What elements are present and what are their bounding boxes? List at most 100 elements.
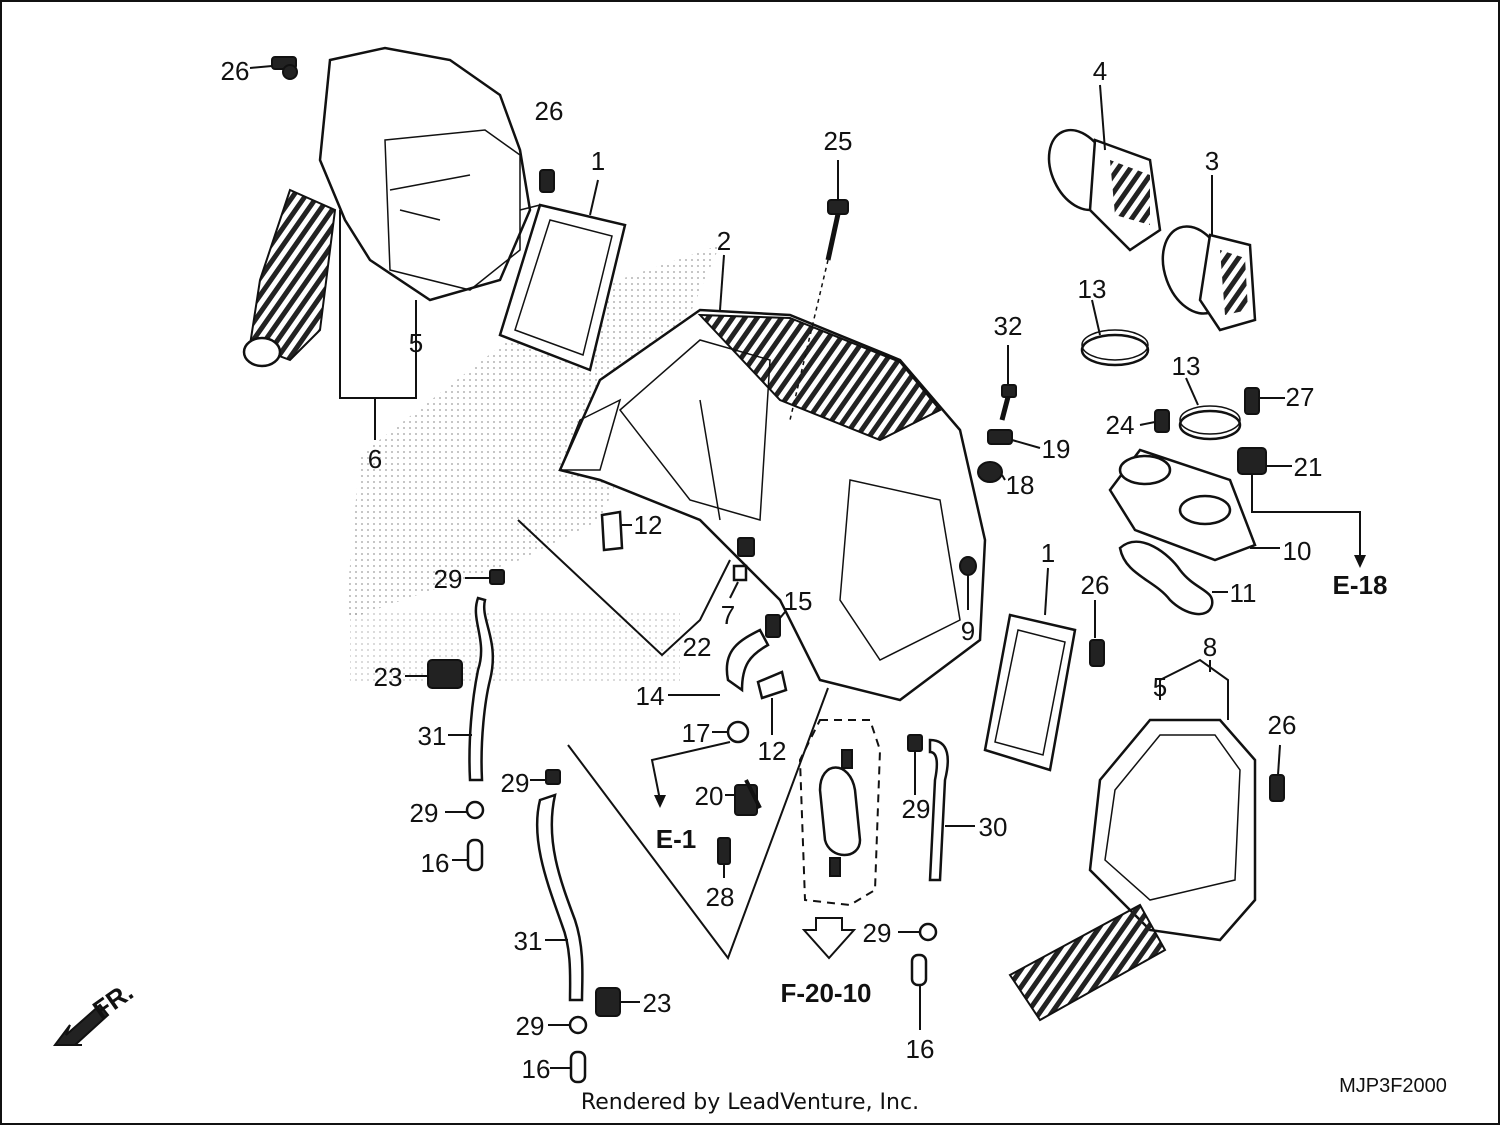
leader xyxy=(1251,474,1361,560)
drain-plug-23-upper-part[interactable] xyxy=(427,659,463,689)
screw-15-part[interactable] xyxy=(765,614,781,638)
callout-29[interactable]: 29 xyxy=(863,918,892,948)
callout-15[interactable]: 15 xyxy=(784,586,813,616)
screw-24-part[interactable] xyxy=(1154,409,1170,433)
callout-9[interactable]: 9 xyxy=(961,616,975,646)
callout-12[interactable]: 12 xyxy=(634,510,663,540)
callout-26[interactable]: 26 xyxy=(1081,570,1110,600)
hose-31-lower-part[interactable] xyxy=(535,793,584,1002)
bolt-25-part[interactable] xyxy=(825,199,849,261)
clip-29-lower-mid-part[interactable] xyxy=(545,769,561,785)
clip-29-right-lower-part[interactable] xyxy=(918,922,938,942)
plug-16-right-part[interactable] xyxy=(910,953,928,987)
reference-f-20-10[interactable]: F-20-10 xyxy=(780,978,871,1008)
callout-13[interactable]: 13 xyxy=(1172,351,1201,381)
air-funnel-4-part[interactable] xyxy=(1037,120,1162,252)
hose-30-part[interactable] xyxy=(928,738,949,882)
clip-29-bottom-part[interactable] xyxy=(568,1015,588,1035)
clamp-17-part[interactable] xyxy=(726,720,750,744)
callout-13[interactable]: 13 xyxy=(1078,274,1107,304)
pad-12-upper-part[interactable] xyxy=(600,510,624,552)
callout-31[interactable]: 31 xyxy=(514,926,543,956)
screw-26-right-part[interactable] xyxy=(1089,639,1105,667)
hose-31-upper-part[interactable] xyxy=(468,596,495,782)
clamp-13-upper-part[interactable] xyxy=(1080,329,1150,367)
grommet-18-part[interactable] xyxy=(977,461,1003,483)
detail-box-f-20-10[interactable] xyxy=(798,719,882,960)
air-funnel-3-part[interactable] xyxy=(1151,217,1257,332)
callout-25[interactable]: 25 xyxy=(824,126,853,156)
callout-30[interactable]: 30 xyxy=(979,812,1008,842)
clip-29-upper-left-part[interactable] xyxy=(489,569,505,585)
callout-20[interactable]: 20 xyxy=(695,781,724,811)
air-filter-element-left-part[interactable] xyxy=(498,203,627,372)
callout-26[interactable]: 26 xyxy=(1268,710,1297,740)
callout-5[interactable]: 5 xyxy=(1153,672,1167,702)
callout-27[interactable]: 27 xyxy=(1286,382,1315,412)
callout-1[interactable]: 1 xyxy=(591,146,605,176)
callout-17[interactable]: 17 xyxy=(682,718,711,748)
bracket xyxy=(339,210,417,399)
tube-14-part[interactable] xyxy=(725,628,770,693)
plug-16-bottom-part[interactable] xyxy=(569,1050,587,1084)
screw-27-part[interactable] xyxy=(1244,387,1260,415)
air-cleaner-case-part[interactable] xyxy=(558,308,987,702)
plug-16-left-part[interactable] xyxy=(466,838,484,872)
callout-26[interactable]: 26 xyxy=(535,96,564,126)
callout-24[interactable]: 24 xyxy=(1106,410,1135,440)
reference-e-18[interactable]: E-18 xyxy=(1333,570,1388,600)
callout-8[interactable]: 8 xyxy=(1203,632,1217,662)
clip-29-right-upper-part[interactable] xyxy=(907,734,923,752)
callout-5[interactable]: 5 xyxy=(409,328,423,358)
drain-plug-23-lower-part[interactable] xyxy=(595,987,621,1017)
callout-3[interactable]: 3 xyxy=(1205,146,1219,176)
callout-4[interactable]: 4 xyxy=(1093,56,1107,86)
callout-16[interactable]: 16 xyxy=(906,1034,935,1064)
callout-12[interactable]: 12 xyxy=(758,736,787,766)
callout-31[interactable]: 31 xyxy=(418,721,447,751)
callout-32[interactable]: 32 xyxy=(994,311,1023,341)
reference-e-1[interactable]: E-1 xyxy=(656,824,696,854)
right-intake-duct-part[interactable] xyxy=(1008,718,1257,1022)
callout-14[interactable]: 14 xyxy=(636,681,665,711)
screw-28-part[interactable] xyxy=(717,837,731,865)
callout-23[interactable]: 23 xyxy=(374,662,403,692)
left-intake-duct-part[interactable] xyxy=(242,46,532,368)
shaded-region xyxy=(345,245,720,620)
callout-16[interactable]: 16 xyxy=(421,848,450,878)
air-filter-element-right-part[interactable] xyxy=(983,613,1077,772)
grommet-9-part[interactable] xyxy=(959,556,977,576)
callout-22[interactable]: 22 xyxy=(683,632,712,662)
sensor-19-part[interactable] xyxy=(987,429,1013,445)
callout-26[interactable]: 26 xyxy=(221,56,250,86)
callout-2[interactable]: 2 xyxy=(717,226,731,256)
callout-10[interactable]: 10 xyxy=(1283,536,1312,566)
callout-19[interactable]: 19 xyxy=(1042,434,1071,464)
pad-12-lower-part[interactable] xyxy=(756,670,788,700)
throttle-body-10-part[interactable] xyxy=(1108,448,1257,562)
callout-1[interactable]: 1 xyxy=(1041,538,1055,568)
callout-11[interactable]: 11 xyxy=(1230,578,1257,608)
screw-26-upper-part[interactable] xyxy=(539,169,555,193)
clip-29-left-mid-part[interactable] xyxy=(465,800,485,820)
callout-29[interactable]: 29 xyxy=(410,798,439,828)
callout-21[interactable]: 21 xyxy=(1294,452,1323,482)
bolt-32-part[interactable] xyxy=(999,384,1017,421)
callout-29[interactable]: 29 xyxy=(434,564,463,594)
callout-28[interactable]: 28 xyxy=(706,882,735,912)
sensor-21-part[interactable] xyxy=(1237,447,1267,475)
callout-16[interactable]: 16 xyxy=(522,1054,551,1084)
sensor-20-part[interactable] xyxy=(734,779,762,816)
seal-11-part[interactable] xyxy=(1118,540,1214,616)
bolt-26-top-left-part[interactable] xyxy=(271,56,298,80)
callout-29[interactable]: 29 xyxy=(902,794,931,824)
clamp-13-lower-part[interactable] xyxy=(1178,405,1242,441)
callout-7[interactable]: 7 xyxy=(721,600,735,630)
clip-7-part[interactable] xyxy=(732,537,755,582)
screw-26-lower-right-part[interactable] xyxy=(1269,774,1285,802)
callout-29[interactable]: 29 xyxy=(516,1011,545,1041)
callout-23[interactable]: 23 xyxy=(643,988,672,1018)
callout-29[interactable]: 29 xyxy=(501,768,530,798)
callout-6[interactable]: 6 xyxy=(368,444,382,474)
callout-18[interactable]: 18 xyxy=(1006,470,1035,500)
